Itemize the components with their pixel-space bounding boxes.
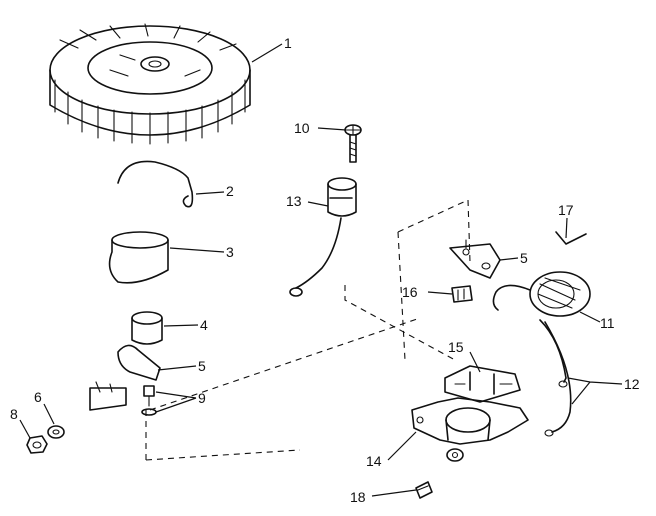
leader-lines	[19, 43, 623, 497]
wire-spring	[117, 160, 194, 208]
callout-8: 8	[10, 406, 18, 422]
bracket-plate	[449, 239, 501, 279]
callout-5-right: 5	[520, 250, 528, 266]
assembly-guide-lines	[145, 199, 471, 461]
screw-and-washer	[141, 385, 157, 416]
breaker-arm	[89, 344, 161, 411]
callout-16: 16	[402, 284, 418, 300]
callout-18: 18	[350, 489, 366, 505]
screw	[344, 124, 362, 163]
air-vane	[108, 231, 169, 284]
bushing	[131, 311, 163, 345]
primary-leads	[539, 319, 572, 437]
callout-9: 9	[198, 390, 206, 406]
nut	[26, 435, 48, 454]
flywheel	[49, 23, 251, 145]
callout-15: 15	[448, 339, 464, 355]
callout-11: 11	[600, 315, 615, 331]
condenser	[289, 177, 357, 297]
callout-17: 17	[558, 202, 574, 218]
washer	[47, 425, 65, 439]
clip	[451, 285, 473, 303]
breaker-box	[444, 365, 521, 403]
callout-14: 14	[366, 453, 382, 469]
callout-6: 6	[34, 389, 42, 405]
wire-clip	[555, 231, 587, 245]
callout-5-left: 5	[198, 358, 206, 374]
callout-13: 13	[286, 193, 302, 209]
ignition-coil	[492, 271, 591, 317]
callout-3: 3	[226, 244, 234, 260]
callout-1: 1	[284, 35, 292, 51]
callout-12: 12	[624, 376, 640, 392]
callout-4: 4	[200, 317, 208, 333]
callout-10: 10	[294, 120, 310, 136]
mounting-screw	[415, 481, 433, 499]
stator-plate	[411, 397, 529, 462]
callout-2: 2	[226, 183, 234, 199]
callout-numbers: 1 2 3 4 5 9 6 8 10 13 17 5 16 11 15 12 1…	[10, 35, 640, 505]
